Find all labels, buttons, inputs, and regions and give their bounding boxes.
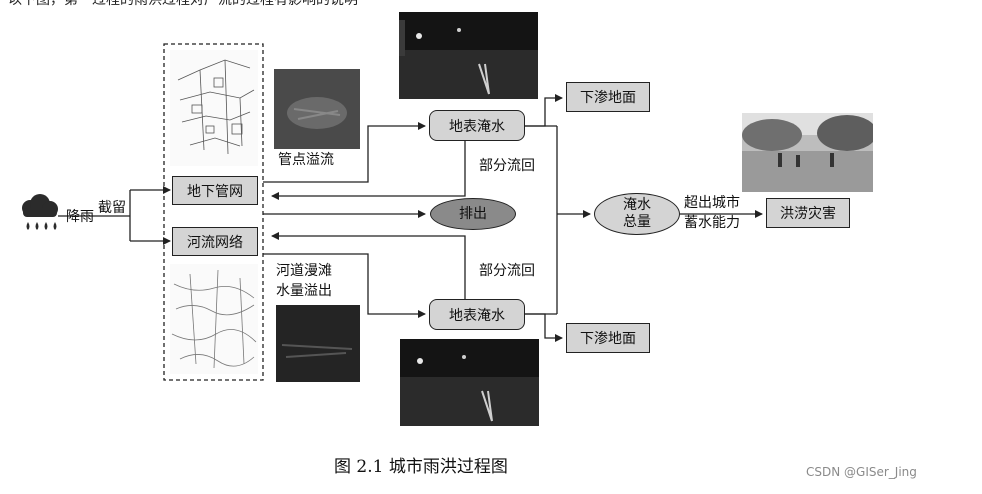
rain-cloud-icon [22, 194, 58, 230]
top-infiltration-arrow [525, 94, 563, 127]
river-overflow-label-line2: 水量溢出 [276, 283, 332, 299]
bottom-infiltration-arrow [525, 313, 563, 342]
figure-caption: 图 2.1 城市雨洪过程图 [334, 457, 508, 477]
exceed-capacity-label-line2: 蓄水能力 [684, 215, 740, 231]
total-ponding-line2: 总量 [623, 214, 651, 230]
river-overflow-arrow [263, 253, 426, 318]
bottom-street-flood-photo [400, 339, 539, 426]
river-overflow-photo [276, 305, 360, 382]
top-street-flood-photo [399, 12, 538, 99]
discharge-oval: 排出 [430, 198, 516, 230]
pipe-network-map-image [170, 50, 258, 166]
infiltration-top-box: 下渗地面 [566, 82, 650, 112]
exceed-capacity-label-line1: 超出城市 [684, 195, 740, 211]
flood-disaster-photo [742, 113, 873, 192]
river-network-map-image [170, 264, 258, 374]
river-overflow-label-line1: 河道漫滩 [276, 263, 332, 279]
csdn-watermark: CSDN @GISer_Jing [806, 465, 917, 479]
underground-network-box: 地下管网 [172, 176, 258, 205]
dashed-network-panel [163, 43, 264, 381]
interception-label: 截留 [98, 200, 126, 216]
river-network-box: 河流网络 [172, 227, 258, 256]
rainfall-label: 降雨 [66, 209, 94, 225]
total-ponding-line1: 淹水 [623, 197, 651, 213]
partial-return-bottom-label: 部分流回 [479, 263, 535, 279]
pipe-overflow-arrow [263, 122, 426, 183]
flood-disaster-box: 洪涝灾害 [766, 198, 850, 228]
cropped-top-text: 以下图，第一过程的雨洪过程对产流的过程有影响的说明 [8, 0, 358, 8]
pipe-overflow-label: 管点溢流 [278, 152, 334, 168]
surface-ponding-top-box: 地表淹水 [429, 110, 525, 141]
pipe-overflow-photo [274, 69, 360, 149]
partial-return-top-arrow [271, 137, 466, 200]
surface-ponding-bottom-box: 地表淹水 [429, 299, 525, 330]
total-ponding-oval: 淹水 总量 [594, 193, 680, 235]
partial-return-top-label: 部分流回 [479, 158, 535, 174]
partial-return-bottom-arrow [271, 232, 466, 303]
infiltration-bottom-box: 下渗地面 [566, 323, 650, 353]
